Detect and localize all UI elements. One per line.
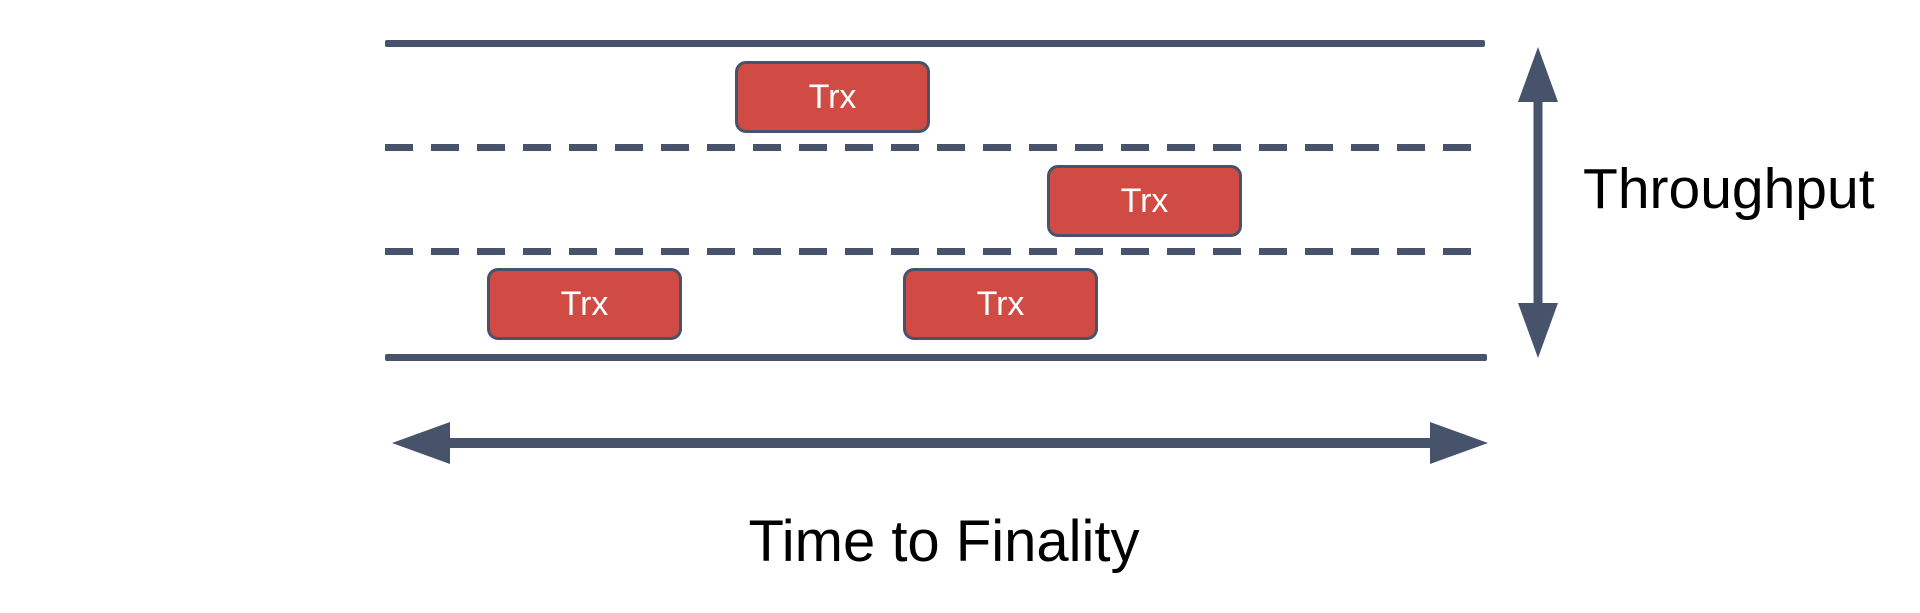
trx-box: Trx [735, 61, 930, 133]
road-top-edge [385, 40, 1485, 47]
throughput-double-arrow-icon [1518, 47, 1558, 358]
trx-box: Trx [1047, 165, 1242, 237]
lane-divider-dashed-2 [385, 248, 1485, 255]
lane-divider-dashed-1 [385, 144, 1485, 151]
trx-box: Trx [487, 268, 682, 340]
time-to-finality-label: Time to Finality [748, 509, 1140, 574]
time-to-finality-double-arrow-icon [392, 422, 1488, 464]
trx-box: Trx [903, 268, 1098, 340]
road-bottom-edge [385, 354, 1487, 361]
throughput-label: Throughput [1583, 157, 1875, 221]
